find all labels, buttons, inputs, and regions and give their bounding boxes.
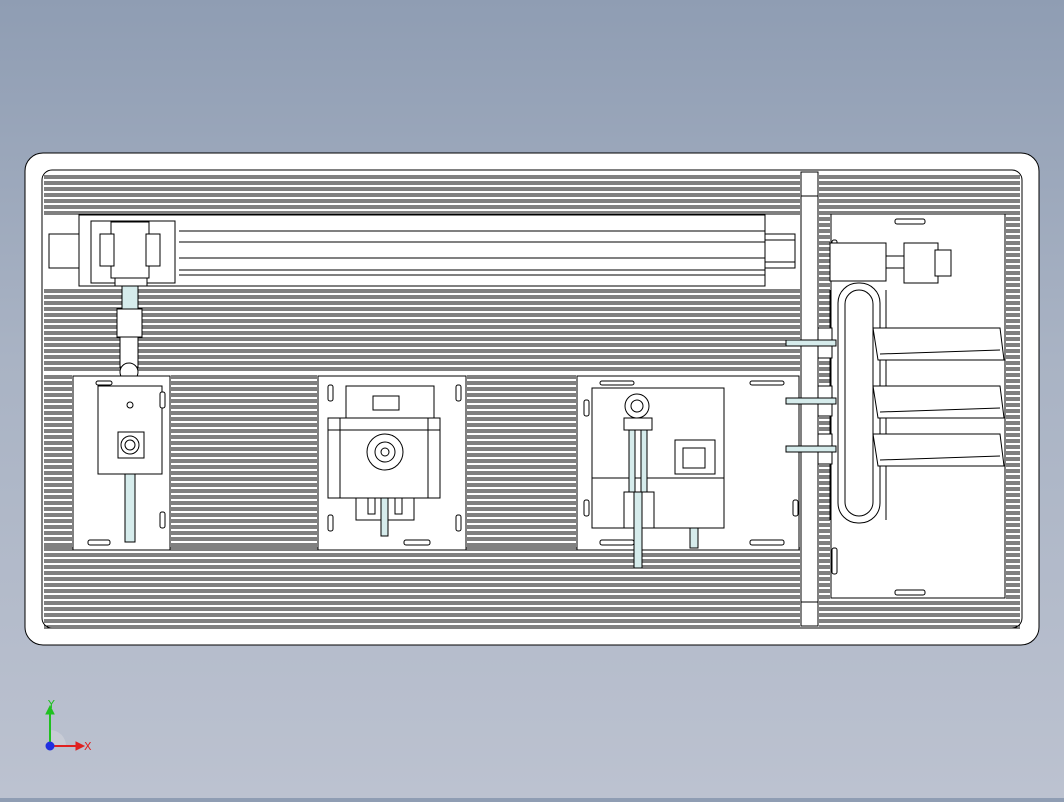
triad-quadrant [50, 730, 66, 746]
conveyor-station [785, 213, 1006, 599]
x-arrow-icon [75, 741, 86, 751]
station-3 [576, 375, 800, 569]
y-arrow-icon [45, 704, 55, 715]
x-axis-label: X [84, 740, 92, 753]
z-axis-dot [45, 741, 55, 751]
linear-module [48, 214, 796, 287]
profile-slots [44, 175, 1020, 629]
y-axis-label: Y [47, 700, 55, 711]
coordinate-triad: Y X [38, 698, 98, 760]
station-2 [317, 375, 467, 551]
station-1 [72, 375, 171, 551]
